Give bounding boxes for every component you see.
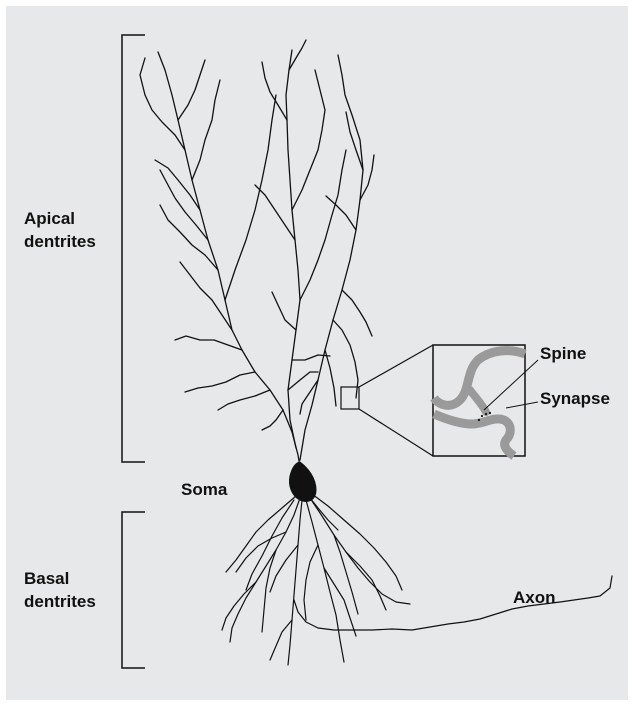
axon-label: Axon [513, 586, 556, 609]
synapse-label: Synapse [540, 387, 610, 410]
basal-dendrites-label: Basal dentrites [24, 567, 96, 613]
basal-bracket [122, 512, 145, 668]
spine-label: Spine [540, 342, 586, 365]
basal-label-line-1: Basal [24, 567, 96, 590]
apical-label-line-1: Apical [24, 207, 96, 230]
zoom-line-bottom [359, 409, 433, 456]
apical-dendrites-label: Apical dentrites [24, 207, 96, 253]
apical-dendrites [140, 40, 374, 478]
axon [294, 576, 612, 630]
basal-dendrites [222, 494, 410, 665]
apical-label-line-2: dentrites [24, 230, 96, 253]
synapse-inset [433, 345, 525, 456]
soma [289, 462, 316, 502]
zoom-line-top [359, 345, 433, 387]
apical-bracket [122, 35, 145, 462]
soma-label: Soma [181, 478, 227, 501]
basal-label-line-2: dentrites [24, 590, 96, 613]
